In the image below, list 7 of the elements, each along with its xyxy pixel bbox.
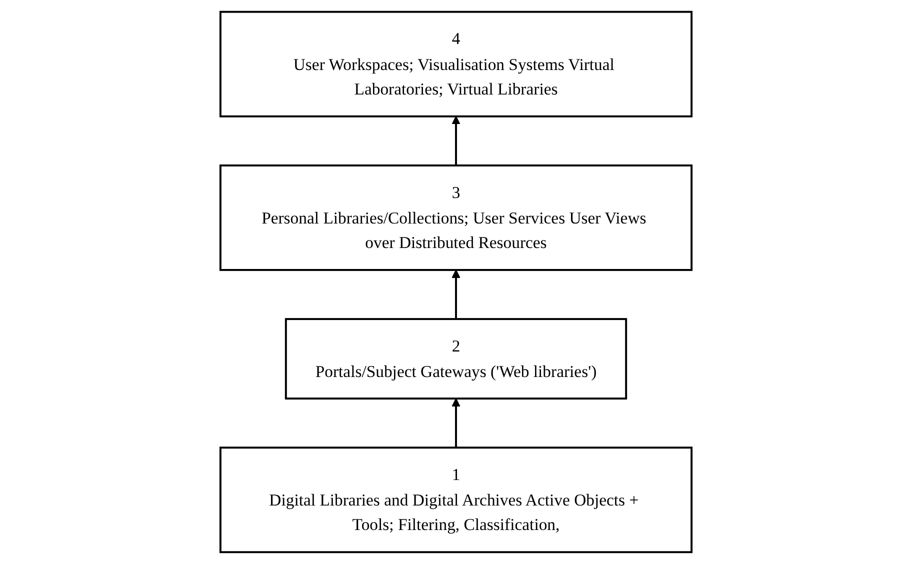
- arrow: [452, 398, 460, 448]
- arrow: [452, 116, 460, 166]
- arrow: [452, 270, 460, 320]
- node-box: 2 Portals/Subject Gateways ('Web libraries'): [284, 318, 628, 400]
- node-box: 4 User Workspaces; Visualisation Systems Virtual Laboratories; Virtual Libraries: [219, 10, 693, 118]
- node-box: 3 Personal Libraries/Collections; User Services User Views over Distributed Resources: [219, 164, 693, 271]
- node-box: 1 Digital Libraries and Digital Archives Active Objects + Tools; Filtering, Classification,: [219, 446, 693, 554]
